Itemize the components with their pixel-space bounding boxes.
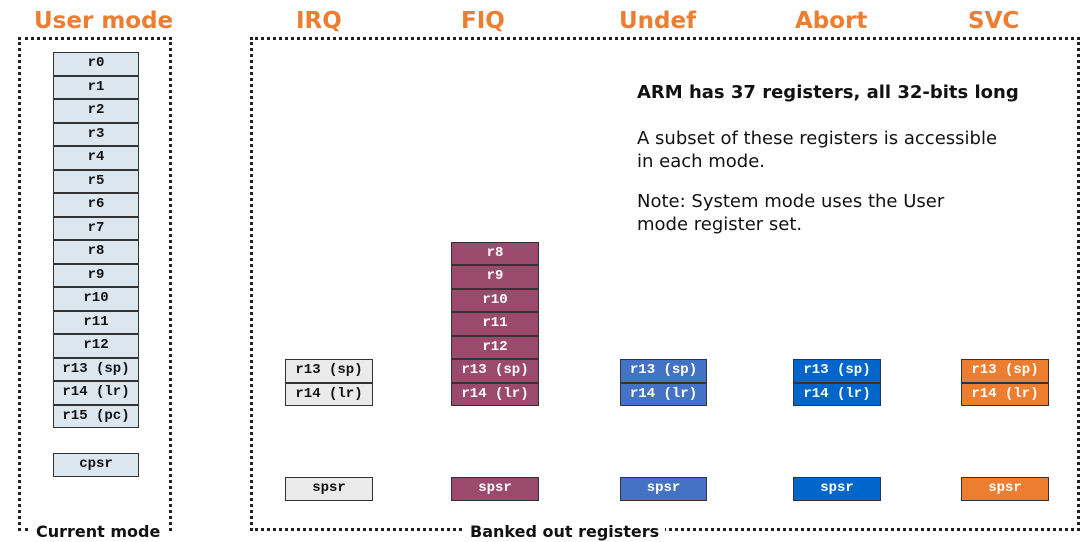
banked-registers-frame: [250, 37, 1080, 531]
user-register-r11: r11: [53, 310, 139, 334]
undef-register-spsr: spsr: [620, 477, 707, 501]
svc-mode-title: SVC: [968, 8, 1020, 34]
svc-register-r14-lr: r14 (lr): [961, 382, 1049, 406]
user-register-r2: r2: [53, 99, 139, 123]
fiq-register-r14-lr: r14 (lr): [451, 382, 539, 406]
irq-register-spsr: spsr: [285, 477, 373, 501]
fiq-register-r13-sp: r13 (sp): [451, 359, 539, 383]
user-register-cpsr: cpsr: [53, 453, 139, 477]
user-register-r9: r9: [53, 263, 139, 287]
fiq-register-r8: r8: [451, 241, 539, 265]
irq-register-r14-lr: r14 (lr): [285, 382, 373, 406]
abort-mode-title: Abort: [795, 8, 868, 34]
user-register-r10: r10: [53, 287, 139, 311]
user-register-r8: r8: [53, 240, 139, 264]
info-headline: ARM has 37 registers, all 32-bits long: [637, 82, 1019, 103]
irq-register-r13-sp: r13 (sp): [285, 359, 373, 383]
info-subset-text: A subset of these registers is accessibl…: [637, 128, 998, 172]
fiq-register-r11: r11: [451, 312, 539, 336]
user-register-r6: r6: [53, 193, 139, 217]
user-register-r7: r7: [53, 216, 139, 240]
user-register-r14-lr: r14 (lr): [53, 381, 139, 405]
user-register-r4: r4: [53, 146, 139, 170]
current-mode-caption: Current mode: [30, 522, 167, 542]
svc-register-r13-sp: r13 (sp): [961, 359, 1049, 383]
user-register-r3: r3: [53, 122, 139, 146]
undef-register-r13-sp: r13 (sp): [620, 359, 707, 383]
banked-registers-caption: Banked out registers: [464, 522, 666, 542]
fiq-register-r10: r10: [451, 288, 539, 312]
user-register-r13-sp: r13 (sp): [53, 357, 139, 381]
user-register-r1: r1: [53, 75, 139, 99]
undef-register-r14-lr: r14 (lr): [620, 382, 707, 406]
svc-register-spsr: spsr: [961, 477, 1049, 501]
fiq-register-r12: r12: [451, 335, 539, 359]
fiq-register-r9: r9: [451, 265, 539, 289]
user-register-r0: r0: [53, 52, 139, 76]
user-mode-title: User mode: [34, 8, 174, 34]
irq-mode-title: IRQ: [296, 8, 342, 34]
fiq-mode-title: FIQ: [461, 8, 505, 34]
info-note-text: Note: System mode uses the User mode reg…: [637, 191, 945, 235]
abort-register-spsr: spsr: [793, 477, 881, 501]
abort-register-r14-lr: r14 (lr): [793, 382, 881, 406]
abort-register-r13-sp: r13 (sp): [793, 359, 881, 383]
user-register-r15-pc: r15 (pc): [53, 404, 139, 428]
undef-mode-title: Undef: [619, 8, 697, 34]
fiq-register-spsr: spsr: [451, 477, 539, 501]
user-register-r12: r12: [53, 334, 139, 358]
user-register-r5: r5: [53, 169, 139, 193]
